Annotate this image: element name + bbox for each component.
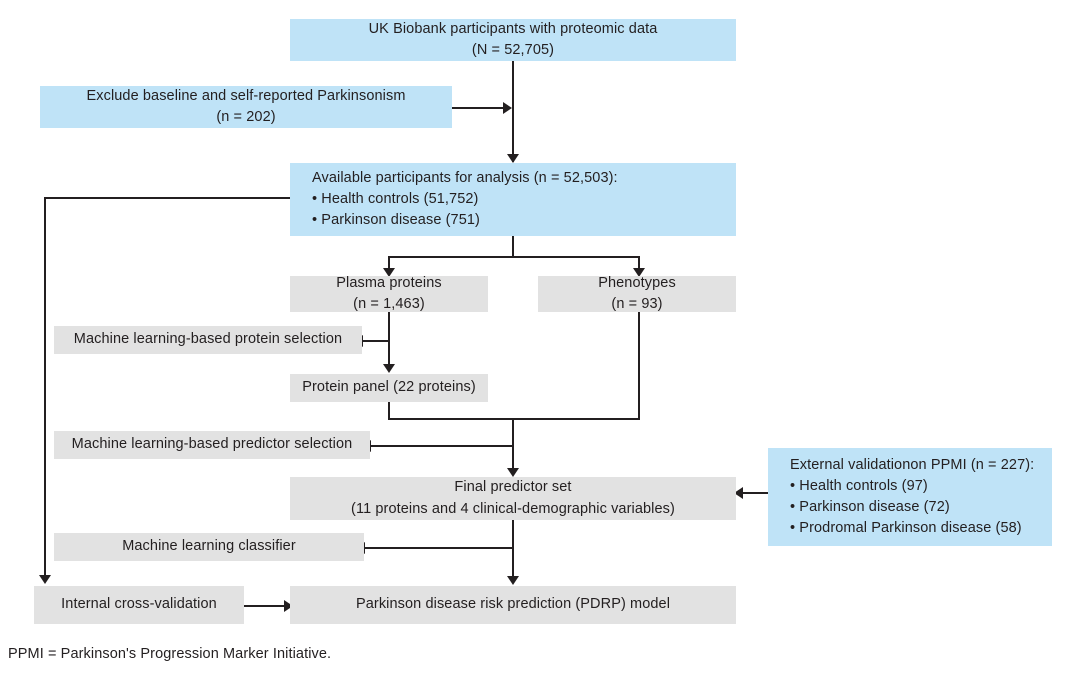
connector-to-phenotypes (638, 256, 640, 270)
plasma-proteins-line-2: (n = 1,463) (353, 296, 425, 312)
connector-left-rail-vertical (44, 197, 46, 577)
connector-split-horizontal (388, 256, 640, 258)
final-predictor-set-line-2: (11 proteins and 4 clinical-demographic … (351, 500, 675, 517)
connector-internal-cv-to-pdrp (244, 605, 288, 607)
connector-available-down (512, 236, 514, 258)
arrowhead-protein-panel (383, 364, 395, 373)
available-line-1: Available participants for analysis (n =… (312, 169, 618, 186)
connector-merged-spine (512, 418, 514, 474)
available-line-3: • Parkinson disease (751) (312, 212, 480, 228)
box-protein-panel[interactable]: Protein panel (22 proteins) (290, 374, 488, 402)
arrowhead-external-validation (734, 487, 743, 499)
cohort-line-2: (N = 52,705) (471, 42, 555, 58)
arrowhead-final-predictor-set (507, 468, 519, 477)
arrowhead-exclusion (503, 102, 512, 114)
box-plasma-proteins[interactable]: Plasma proteins (n = 1,463) (290, 274, 488, 312)
connector-external-validation (742, 492, 772, 494)
arrowhead-plasma-proteins (383, 268, 395, 277)
connector-to-ml-classifier (364, 547, 512, 549)
box-internal-cross-validation[interactable]: Internal cross-validation (34, 586, 244, 624)
box-phenotypes[interactable]: Phenotypes (n = 93) (538, 274, 736, 312)
box-external-validation[interactable]: External validationon PPMI (n = 227): • … (768, 448, 1052, 546)
box-exclusion[interactable]: Exclude baseline and self-reported Parki… (40, 86, 452, 128)
ml-classifier-line-1: Machine learning classifier (122, 538, 296, 555)
connector-protein-panel-down (388, 402, 390, 420)
arrowhead-internal-cv (39, 575, 51, 584)
arrowhead-available-top (507, 154, 519, 163)
arrowhead-phenotypes (633, 268, 645, 277)
available-line-2: • Health controls (51,752) (312, 190, 479, 207)
phenotypes-line-2: (n = 93) (611, 296, 663, 312)
phenotypes-line-1: Phenotypes (598, 274, 676, 291)
external-validation-line-1: External validationon PPMI (n = 227): (790, 456, 1035, 473)
connector-cohort-to-available (512, 60, 514, 162)
protein-panel-line-1: Protein panel (22 proteins) (302, 379, 476, 396)
connector-exclusion-to-spine (452, 107, 505, 109)
box-available-participants[interactable]: Available participants for analysis (n =… (290, 163, 736, 236)
connector-final-set-down (512, 520, 514, 580)
box-final-predictor-set[interactable]: Final predictor set (11 proteins and 4 c… (290, 477, 736, 520)
connector-merge-horizontal (388, 418, 640, 420)
plasma-proteins-line-1: Plasma proteins (336, 274, 442, 291)
connector-available-left-rail-top (44, 197, 292, 199)
connector-to-predictor-selection (370, 445, 512, 447)
external-validation-line-3: • Parkinson disease (72) (790, 499, 950, 515)
box-predictor-selection[interactable]: Machine learning-based predictor selecti… (54, 431, 370, 459)
box-protein-selection[interactable]: Machine learning-based protein selection (54, 326, 362, 354)
internal-cv-line-1: Internal cross-validation (61, 596, 217, 613)
external-validation-line-4: • Prodromal Parkinson disease (58) (790, 520, 1022, 537)
connector-phenotypes-down (638, 312, 640, 420)
final-predictor-set-line-1: Final predictor set (454, 479, 572, 496)
pdrp-model-line-1: Parkinson disease risk prediction (PDRP)… (355, 596, 671, 613)
box-cohort[interactable]: UK Biobank participants with proteomic d… (290, 19, 736, 61)
cohort-line-1: UK Biobank participants with proteomic d… (368, 20, 658, 37)
connector-to-plasma (388, 256, 390, 270)
external-validation-line-2: • Health controls (97) (790, 477, 928, 494)
protein-selection-line-1: Machine learning-based protein selection (73, 331, 343, 348)
box-pdrp-model[interactable]: Parkinson disease risk prediction (PDRP)… (290, 586, 736, 624)
arrowhead-pdrp-from-cv (284, 600, 293, 612)
box-ml-classifier[interactable]: Machine learning classifier (54, 533, 364, 561)
exclusion-line-1: Exclude baseline and self-reported Parki… (86, 87, 406, 104)
connector-to-protein-selection (362, 340, 390, 342)
figure-footnote: PPMI = Parkinson's Progression Marker In… (8, 646, 332, 662)
exclusion-line-2: (n = 202) (216, 109, 276, 125)
predictor-selection-line-1: Machine learning-based predictor selecti… (71, 436, 353, 453)
arrowhead-pdrp-model (507, 576, 519, 585)
